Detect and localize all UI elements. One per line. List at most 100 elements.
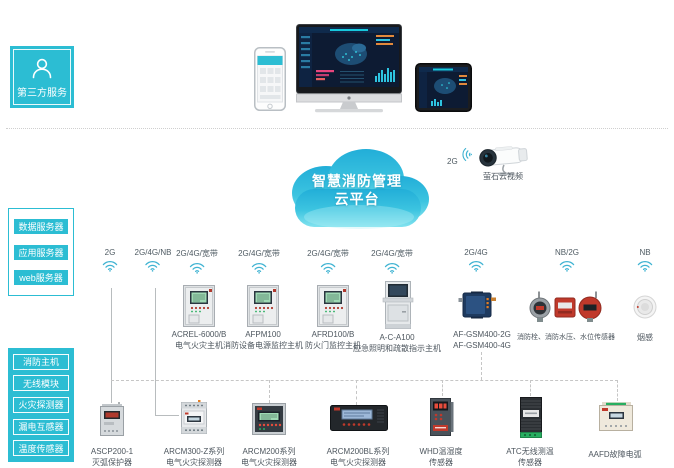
dashed-separator [6,128,668,129]
wifi-icon [188,260,206,274]
label-ascp200: ASCP200-1 灭弧保护器 [91,447,133,468]
device-desc: 电气火灾探测器 [165,457,222,467]
device-desc: 防火门监控主机 [305,340,361,350]
dashed-line-gsm-to-bus [481,352,482,380]
device-arcm200bl [330,405,388,431]
device-ascp200 [100,402,124,436]
label-arcm300: ARCM300-Z系列 电气火灾探测器 [164,447,224,468]
device-desc: AF-GSM400-4G [453,340,511,350]
line-2g-to-ascp [111,288,112,403]
dashed-stub-aafd [617,380,618,401]
wifi-icon [250,260,268,274]
device-name: WHD温湿度 [419,447,463,456]
dashed-bus-line [111,380,618,381]
device-name: 消防栓、消防水压、水位传感器 [517,334,615,341]
category-wireless-module: 无线模块 [13,375,69,392]
label-aafd: AAFD故障电弧 [588,450,641,461]
signal-label: 2G/4G/宽带 [176,249,218,258]
wifi-icon [383,260,401,274]
tablet-mockup [415,63,472,112]
device-whd [430,398,454,436]
signal-label: 2G/4G [464,248,488,257]
device-smoke-detector [633,295,657,319]
signal-group-4: 2G/4G/宽带 [238,248,280,279]
device-name: ASCP200-1 [90,447,134,456]
camera-wifi-icon [460,147,473,163]
category-fire-host: 消防主机 [13,353,69,370]
wifi-icon [636,258,654,272]
device-afrd100-panel [317,285,349,327]
device-name: ACREL-6000/B [171,330,227,339]
device-arcm300 [181,400,207,434]
category-fire-detector: 火灾探测器 [13,396,69,413]
signal-group-3: 2G/4G/宽带 [176,248,218,279]
label-arcm200bl: ARCM200BL系列 电气火灾探测器 [327,447,390,468]
cloud-shape [292,149,429,229]
label-whd: WHD温湿度 传感器 [419,447,462,468]
line-nb-to-arcm300 [155,288,156,416]
third-party-inner: 第三方服务 [13,49,71,105]
device-desc: 消防设备电源监控主机 [223,340,303,350]
device-desc: 传感器 [428,457,453,467]
wifi-icon [101,258,119,272]
device-afpm100-panel [247,285,279,327]
desktop-monitor-mockup [296,24,402,113]
smartphone-mockup [254,47,286,111]
category-leakage-ct: 漏电互感器 [13,418,69,435]
device-desc: 电气火灾探测器 [330,457,386,467]
camera-signal-label: 2G [447,157,458,166]
signal-group-9: NB [636,248,654,277]
signal-label: NB [639,248,651,257]
label-afgsm400: AF-GSM400-2G AF-GSM400-4G [453,330,511,351]
wifi-icon [144,258,162,272]
device-desc: 电气火灾主机 [174,340,223,350]
device-name: ARCM200系列 [242,447,296,456]
device-afgsm400-module [458,291,496,319]
signal-label: 2G/4G/宽带 [307,249,349,258]
cloud-title-line1: 智慧消防管理 [312,173,402,189]
third-party-services-box: 第三方服务 [10,46,74,108]
dashed-stub-atc [530,380,531,396]
server-panel: 数据服务器 应用服务器 web服务器 [8,208,74,296]
device-aca100-kiosk [382,281,414,329]
device-name: AFRD100/B [311,330,355,339]
category-temp-sensor: 温度传感器 [13,440,69,457]
dashed-stub-whd [442,380,443,396]
signal-group-8: NB/2G [555,248,579,277]
third-party-label: 第三方服务 [17,87,67,99]
device-name: ARCM300-Z系列 [163,447,225,456]
device-name: 烟感 [637,333,653,342]
device-name: ATC无线测温 [506,447,554,456]
server-item-data: 数据服务器 [14,219,68,235]
server-item-app: 应用服务器 [14,244,68,260]
wifi-icon [467,258,485,272]
wifi-icon [558,258,576,272]
device-desc: 应急照明和疏散指示主机 [353,343,441,353]
device-hydrant-sensors [529,291,602,322]
signal-group-2: 2G/4G/NB [135,248,171,277]
device-name: AAFD故障电弧 [588,450,642,459]
label-acrel6000: ACREL-6000/B 电气火灾主机 [172,330,227,351]
device-name: ARCM200BL系列 [326,447,390,456]
dashed-stub-arcm200bl [356,380,357,405]
label-atc: ATC无线测温 传感器 [506,447,553,468]
device-desc: 传感器 [518,457,542,467]
cloud-title-line2: 云平台 [334,191,380,207]
signal-label: 2G [104,248,116,257]
label-smoke-detector: 烟感 [637,333,653,344]
signal-group-5: 2G/4G/宽带 [307,248,349,279]
label-arcm200: ARCM200系列 电气火灾探测器 [241,447,297,468]
signal-label: 2G/4G/宽带 [371,249,413,258]
signal-group-6: 2G/4G/宽带 [371,248,413,279]
signal-label: NB/2G [554,248,580,257]
camera-label-text: 萤石云视频 [483,172,523,181]
device-name: AFPM100 [245,330,281,339]
device-name: A-C-A100 [379,333,415,342]
camera-label: 萤石云视频 [483,172,523,183]
device-desc: 灭弧保护器 [92,457,132,467]
device-name: AF-GSM400-2G [453,330,511,339]
label-afpm100: AFPM100 消防设备电源监控主机 [223,330,303,351]
signal-group-7: 2G/4G [464,248,488,277]
device-arcm200 [252,403,286,435]
